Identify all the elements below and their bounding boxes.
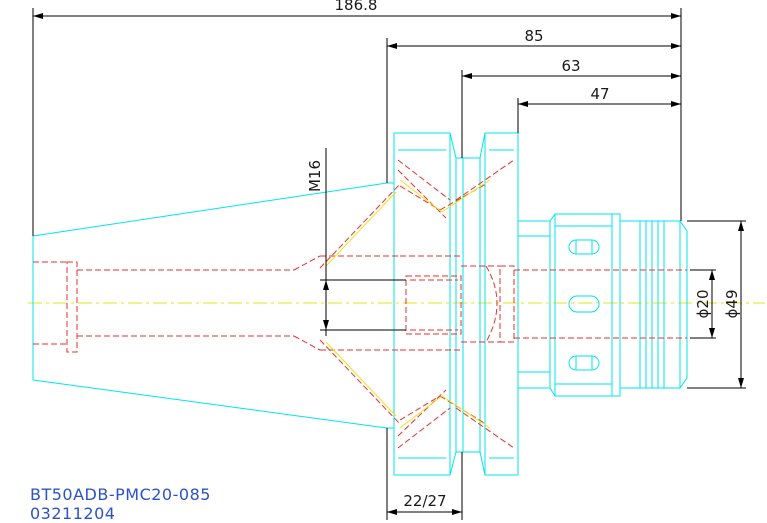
part-number: BT50ADB-PMC20-085 [30, 485, 211, 504]
dimension-arrows [33, 13, 744, 515]
dim-bore-diameter: ϕ20 [694, 290, 712, 319]
part-code: 03211204 [30, 504, 115, 523]
hidden-lines [33, 159, 687, 449]
dim-length-47: 47 [590, 85, 609, 103]
tool-outline [32, 132, 688, 476]
yellow-contour [325, 179, 491, 429]
dim-length-85: 85 [524, 27, 543, 45]
dim-flange-width: 22/27 [403, 492, 446, 510]
dim-body-diameter: ϕ49 [723, 290, 741, 319]
dimension-lines [32, 8, 746, 520]
dim-length-63: 63 [561, 57, 580, 75]
dim-thread-m16: M16 [306, 160, 324, 192]
dim-overall-length: 186.8 [335, 0, 378, 14]
